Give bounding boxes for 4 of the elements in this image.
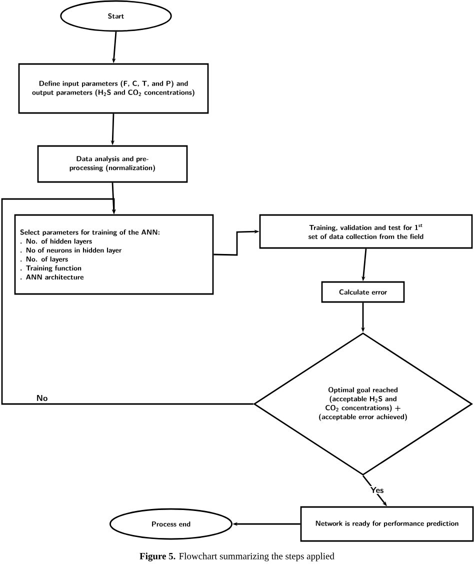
caption: Figure 5. Flowchart summarizing the steps applied <box>140 552 334 562</box>
arrow <box>1 198 254 405</box>
edge-label: No <box>35 394 49 402</box>
edge-label: Yes <box>369 486 385 494</box>
